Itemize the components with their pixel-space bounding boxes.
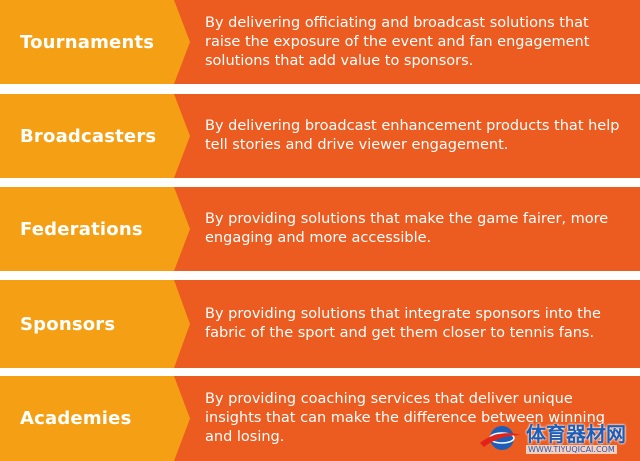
watermark-url: WWW.TIYUQICAI.COM xyxy=(526,444,617,454)
tab-sponsors: Sponsors xyxy=(0,280,190,368)
tab-broadcasters: Broadcasters xyxy=(0,94,190,178)
globe-swoosh-logo-icon xyxy=(480,426,521,450)
description-text: By delivering broadcast enhancement prod… xyxy=(205,118,620,153)
description-text: By providing coaching services that deli… xyxy=(205,391,605,445)
row-description: By providing solutions that make the gam… xyxy=(205,187,622,271)
tab-tournaments: Tournaments xyxy=(0,0,190,84)
watermark: 体育器材网 WWW.TIYUQICAI.COM xyxy=(478,417,638,459)
row-title: Broadcasters xyxy=(20,125,157,147)
row-description: By delivering officiating and broadcast … xyxy=(205,0,622,84)
row-title: Academies xyxy=(20,408,132,429)
tab-federations: Federations xyxy=(0,187,190,271)
row-tournaments: Tournaments By delivering officiating an… xyxy=(0,0,640,84)
row-description: By delivering broadcast enhancement prod… xyxy=(205,94,622,178)
row-title: Federations xyxy=(20,218,143,240)
row-federations: Federations By providing solutions that … xyxy=(0,187,640,271)
row-academies: Academies By providing coaching services… xyxy=(0,376,640,461)
row-broadcasters: Broadcasters By delivering broadcast enh… xyxy=(0,94,640,178)
row-sponsors: Sponsors By providing solutions that int… xyxy=(0,280,640,368)
row-description: By providing solutions that integrate sp… xyxy=(205,280,622,368)
description-text: By providing solutions that make the gam… xyxy=(205,211,609,246)
row-description: By providing coaching services that deli… xyxy=(205,376,622,461)
row-title: Sponsors xyxy=(20,313,116,335)
row-title: Tournaments xyxy=(20,31,155,53)
description-text: By providing solutions that integrate sp… xyxy=(205,306,601,341)
tab-academies: Academies xyxy=(0,376,190,461)
description-text: By delivering officiating and broadcast … xyxy=(205,14,590,69)
watermark-site-name: 体育器材网 xyxy=(526,421,626,446)
